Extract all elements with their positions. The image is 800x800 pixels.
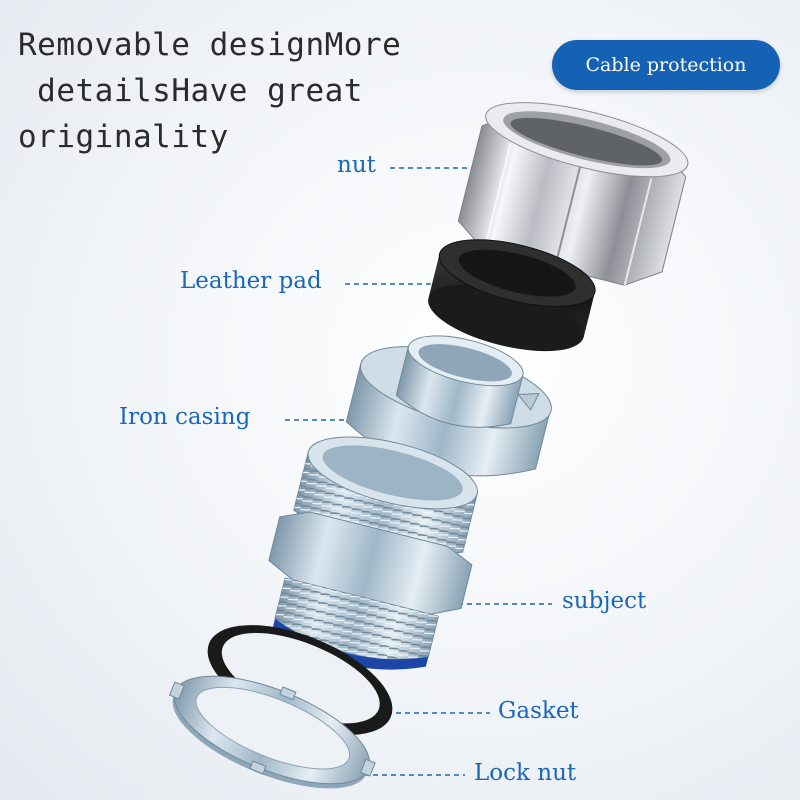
- leather-pad-part: [428, 239, 596, 352]
- nut-part: [457, 102, 689, 286]
- gasket-part: [207, 625, 393, 735]
- subject-label: subject: [562, 588, 647, 614]
- nut-label: nut: [337, 152, 376, 178]
- cable-protection-badge: Cable protection: [552, 40, 780, 90]
- subject-part: [268, 436, 478, 670]
- iron-casing-part: [345, 335, 552, 477]
- lock-nut-part: [168, 675, 376, 789]
- lock-nut-label: Lock nut: [474, 760, 577, 786]
- iron-casing-label: Iron casing: [119, 404, 251, 430]
- leather-pad-label: Leather pad: [180, 268, 322, 294]
- gasket-label: Gasket: [498, 698, 579, 724]
- headline: Removable designMore detailsHave great o…: [18, 27, 402, 155]
